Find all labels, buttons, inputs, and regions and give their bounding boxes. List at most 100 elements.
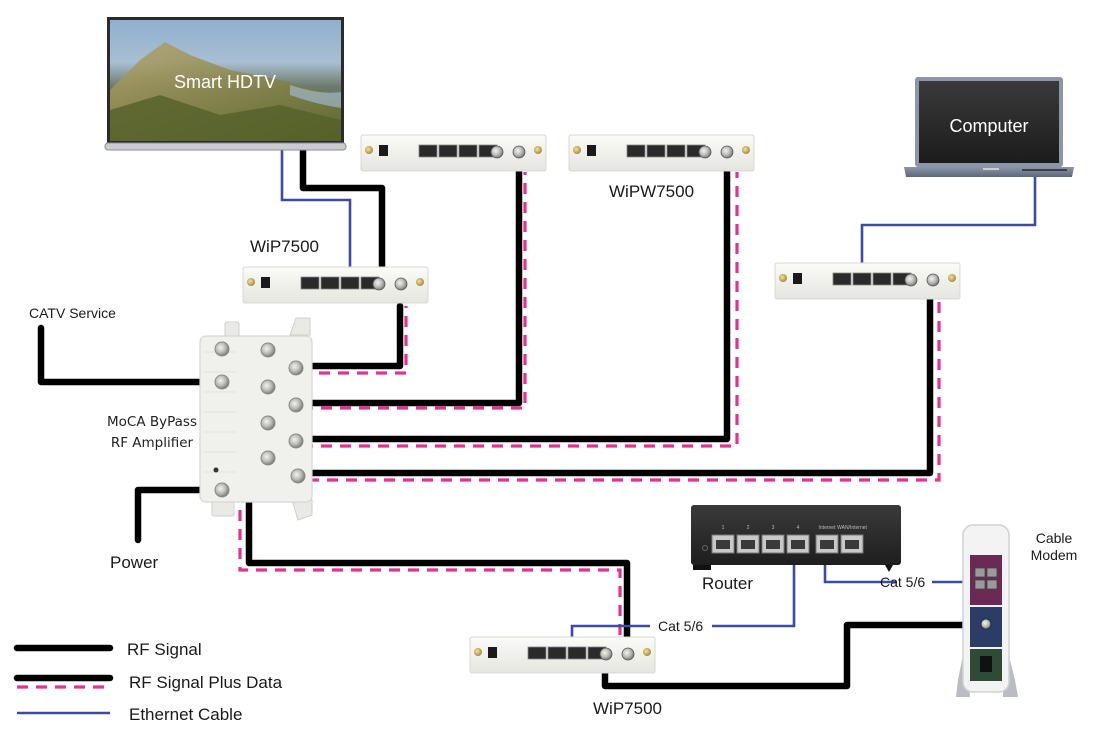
coax-port	[720, 145, 734, 159]
data-cable-out1	[300, 306, 408, 375]
ethernet-port	[340, 276, 360, 290]
router-port-label: 2	[747, 525, 750, 531]
antenna-connector-icon	[365, 146, 373, 154]
amplifier-coax-port	[214, 482, 230, 498]
ethernet-port	[438, 144, 458, 158]
tv-stand	[104, 142, 347, 151]
antenna-connector-icon	[643, 648, 651, 656]
rf-cable-tv	[299, 146, 386, 294]
data-cable-out2	[302, 172, 527, 410]
tv-label: Smart HDTV	[174, 72, 276, 92]
amplifier-coax-port	[260, 450, 276, 466]
ethernet-port	[872, 272, 892, 286]
ethernet-port	[418, 144, 438, 158]
router-port-label: Internet	[819, 525, 837, 531]
antenna-connector-icon	[779, 274, 787, 282]
router-port-label: WAN/Internet	[837, 525, 867, 531]
amplifier-coax-port	[214, 374, 230, 390]
ethernet-port	[547, 646, 567, 660]
coax-port	[621, 647, 635, 661]
ethernet-cable-tv	[280, 150, 352, 290]
rf-cable-out1	[296, 302, 404, 370]
adapter-wipw-label: WiPW7500	[609, 182, 694, 201]
antenna-connector-icon	[534, 146, 542, 154]
coax-port	[698, 145, 712, 159]
rf-cable-catv	[37, 324, 226, 386]
modem-label-line2: Modem	[1031, 547, 1078, 563]
computer-laptop[interactable]: Computer	[904, 77, 1074, 177]
coax-port	[599, 647, 613, 661]
moca-adapter-adapter-top-middle[interactable]	[360, 134, 547, 172]
adapter-tv-label: WiP7500	[250, 237, 319, 256]
router-label: Router	[702, 574, 753, 593]
router-port-label: 4	[797, 525, 800, 531]
smart-hdtv[interactable]: Smart HDTV	[104, 17, 347, 151]
amplifier-coax-port	[290, 468, 306, 484]
moca-adapters	[242, 134, 961, 674]
legend: RF Signal RF Signal Plus Data Ethernet C…	[13, 640, 283, 724]
coax-port	[394, 277, 408, 291]
rf-cable-out4	[304, 286, 934, 477]
amplifier-coax-port	[260, 342, 276, 358]
catv-service-label: CATV Service	[29, 305, 116, 321]
legend-ethernet-label: Ethernet Cable	[129, 705, 242, 724]
ethernet-port	[458, 144, 478, 158]
antenna-connector-icon	[948, 274, 956, 282]
moca-adapter-adapter-tv[interactable]	[242, 266, 429, 304]
ethernet-port	[320, 276, 340, 290]
amplifier-coax-port	[260, 415, 276, 431]
amplifier-coax-port	[288, 360, 304, 376]
data-cable-out3	[302, 172, 739, 448]
amplifier-label-line1: MoCA ByPass	[107, 414, 197, 430]
ethernet-cable-router-adapter	[712, 550, 796, 628]
legend-rf-label: RF Signal	[127, 640, 202, 659]
ethernet-port	[527, 646, 547, 660]
cat-cable-label-1: Cat 5/6	[658, 618, 703, 634]
laptop-screen	[919, 81, 1059, 163]
modem-power-port	[980, 656, 992, 672]
power-jack	[488, 647, 497, 658]
coax-port	[926, 273, 940, 287]
modem-coax-port	[980, 618, 992, 630]
antenna-connector-icon	[742, 146, 750, 154]
moca-adapter-adapter-wipw[interactable]	[568, 134, 755, 172]
power-jack	[587, 145, 596, 156]
power-jack	[379, 145, 388, 156]
cat-cable-label-2: Cat 5/6	[880, 574, 925, 590]
coax-port	[372, 277, 386, 291]
rf-cable-out2	[298, 168, 523, 407]
amplifier-led	[213, 467, 219, 473]
power-jack	[261, 277, 270, 288]
legend-rf-data-label: RF Signal Plus Data	[129, 673, 283, 692]
amplifier-coax-port	[288, 397, 304, 413]
router-port-label: 1	[722, 525, 725, 531]
cable-modem[interactable]	[956, 524, 1018, 697]
power-cable	[134, 486, 226, 544]
modem-eth-port	[974, 567, 986, 578]
amplifier-label-line2: RF Amplifier	[111, 435, 194, 451]
coax-port	[512, 145, 526, 159]
ethernet-port	[626, 144, 646, 158]
moca-adapter-adapter-computer[interactable]	[774, 262, 961, 300]
amplifier-coax-port	[260, 379, 276, 395]
antenna-connector-icon	[474, 648, 482, 656]
moca-adapter-adapter-bottom[interactable]	[469, 636, 656, 674]
ethernet-port	[666, 144, 686, 158]
data-cable-out4	[308, 290, 941, 482]
rf-cable-modem	[601, 621, 989, 690]
rf-amplifier[interactable]	[199, 317, 313, 521]
coax-port	[490, 145, 504, 159]
rf-cable-out3	[298, 168, 731, 443]
ethernet-port	[646, 144, 666, 158]
antenna-connector-icon	[416, 278, 424, 286]
modem-label-line1: Cable	[1036, 530, 1073, 546]
adapter-bottom-label: WiP7500	[593, 699, 662, 718]
amplifier-coax-port	[288, 433, 304, 449]
amplifier-coax-port	[214, 341, 230, 357]
antenna-connector-icon	[573, 146, 581, 154]
ethernet-port	[852, 272, 872, 286]
power-label: Power	[110, 553, 159, 572]
router-port-label: 3	[772, 525, 775, 531]
